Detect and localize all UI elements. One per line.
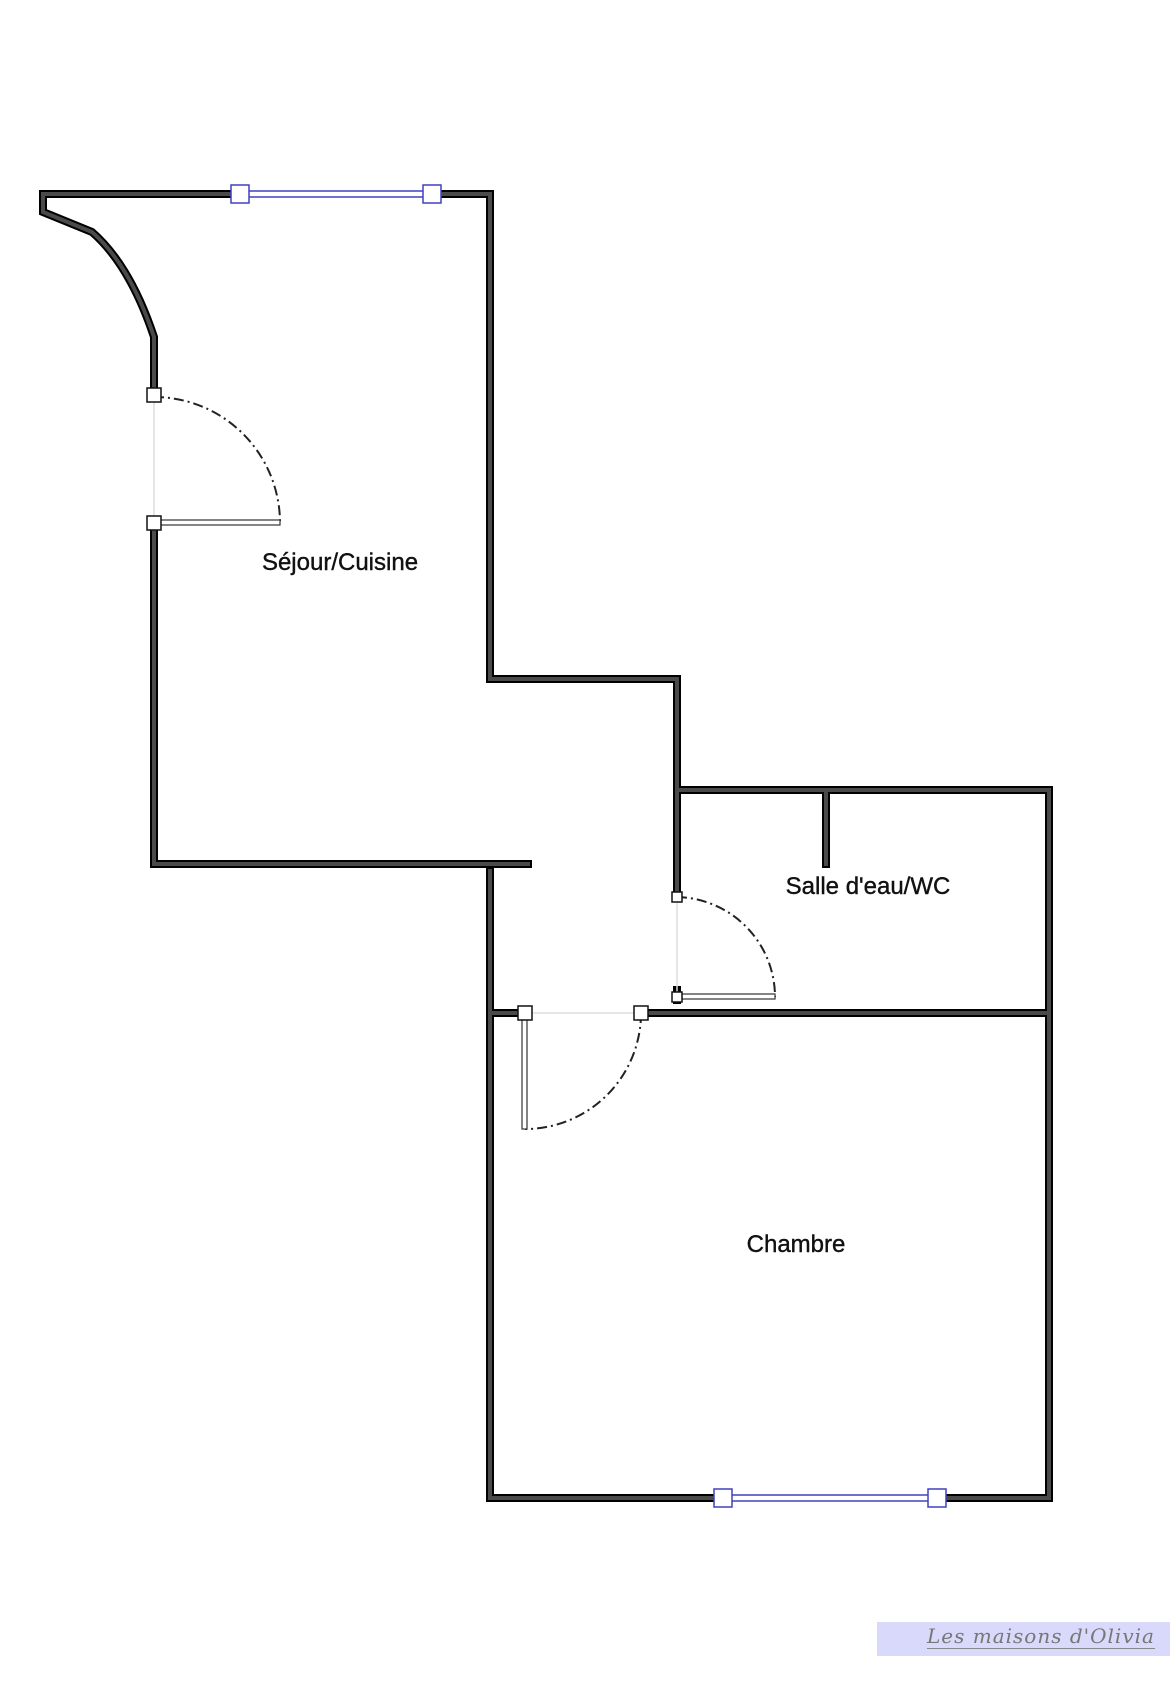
logo: Les maisons d'Olivia: [877, 1622, 1170, 1656]
room-label-chambre: Chambre: [746, 1231, 846, 1258]
door-entrance: [146, 387, 281, 531]
room-label-salle: Salle d'eau/WC: [785, 873, 951, 900]
door-chambre: [517, 1005, 649, 1130]
logo-text: Les maisons d'Olivia: [927, 1624, 1155, 1649]
walls: [39, 190, 1053, 1502]
window-top: [230, 184, 442, 204]
room-label-sejour: Séjour/Cuisine: [261, 549, 419, 576]
door-salle: [671, 891, 776, 1003]
window-bottom: [713, 1488, 947, 1508]
